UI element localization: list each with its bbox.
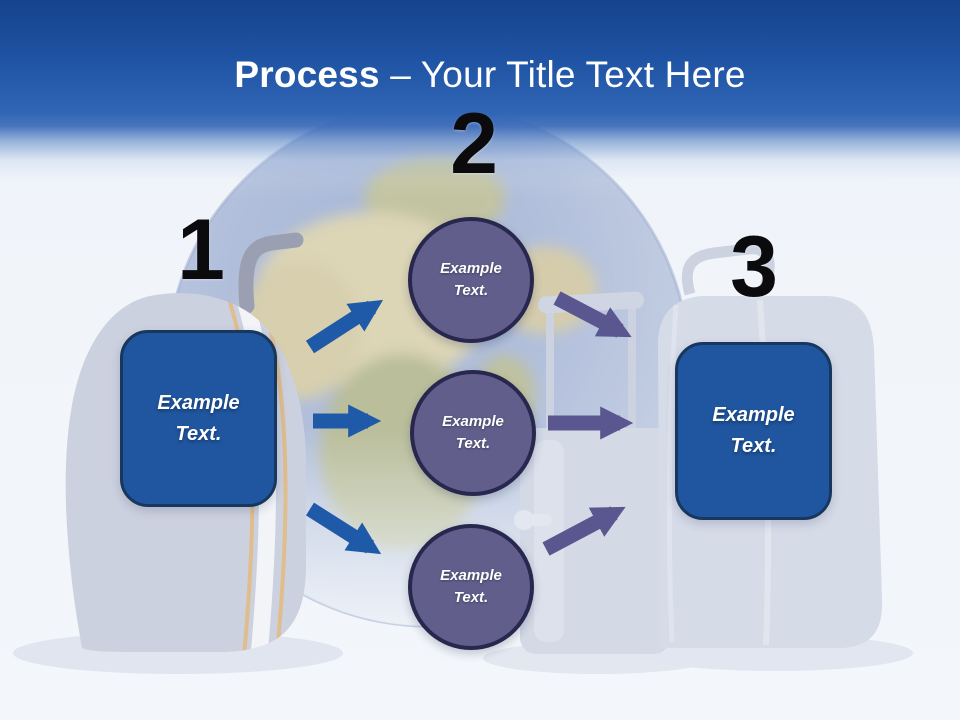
middle-circle-2[interactable]: Example Text.: [410, 370, 536, 496]
start-box[interactable]: Example Text.: [120, 330, 277, 507]
step-number-1: 1: [177, 202, 225, 298]
arrow-circle1-to-box3: [553, 291, 632, 338]
slide-title[interactable]: Process – Your Title Text Here: [10, 54, 960, 96]
middle-circle-2-label: Example Text.: [442, 412, 504, 453]
arrow-circle3-to-box3: [542, 506, 626, 556]
middle-circle-3[interactable]: Example Text.: [408, 524, 534, 650]
arrow-box1-to-circle1: [305, 299, 384, 354]
step-number-2: 2: [450, 96, 498, 192]
slide-title-emphasis: Process: [234, 54, 380, 95]
title-band: [0, 0, 960, 200]
middle-circle-1-label: Example Text.: [440, 259, 502, 300]
slide-title-rest: – Your Title Text Here: [390, 54, 746, 95]
end-box[interactable]: Example Text.: [675, 342, 832, 520]
arrow-box1-to-circle3: [305, 502, 382, 555]
start-box-label: Example Text.: [157, 391, 240, 445]
step-number-3: 3: [730, 219, 778, 315]
middle-circle-3-label: Example Text.: [440, 566, 502, 607]
middle-circle-1[interactable]: Example Text.: [408, 217, 534, 343]
end-box-label: Example Text.: [712, 404, 795, 457]
